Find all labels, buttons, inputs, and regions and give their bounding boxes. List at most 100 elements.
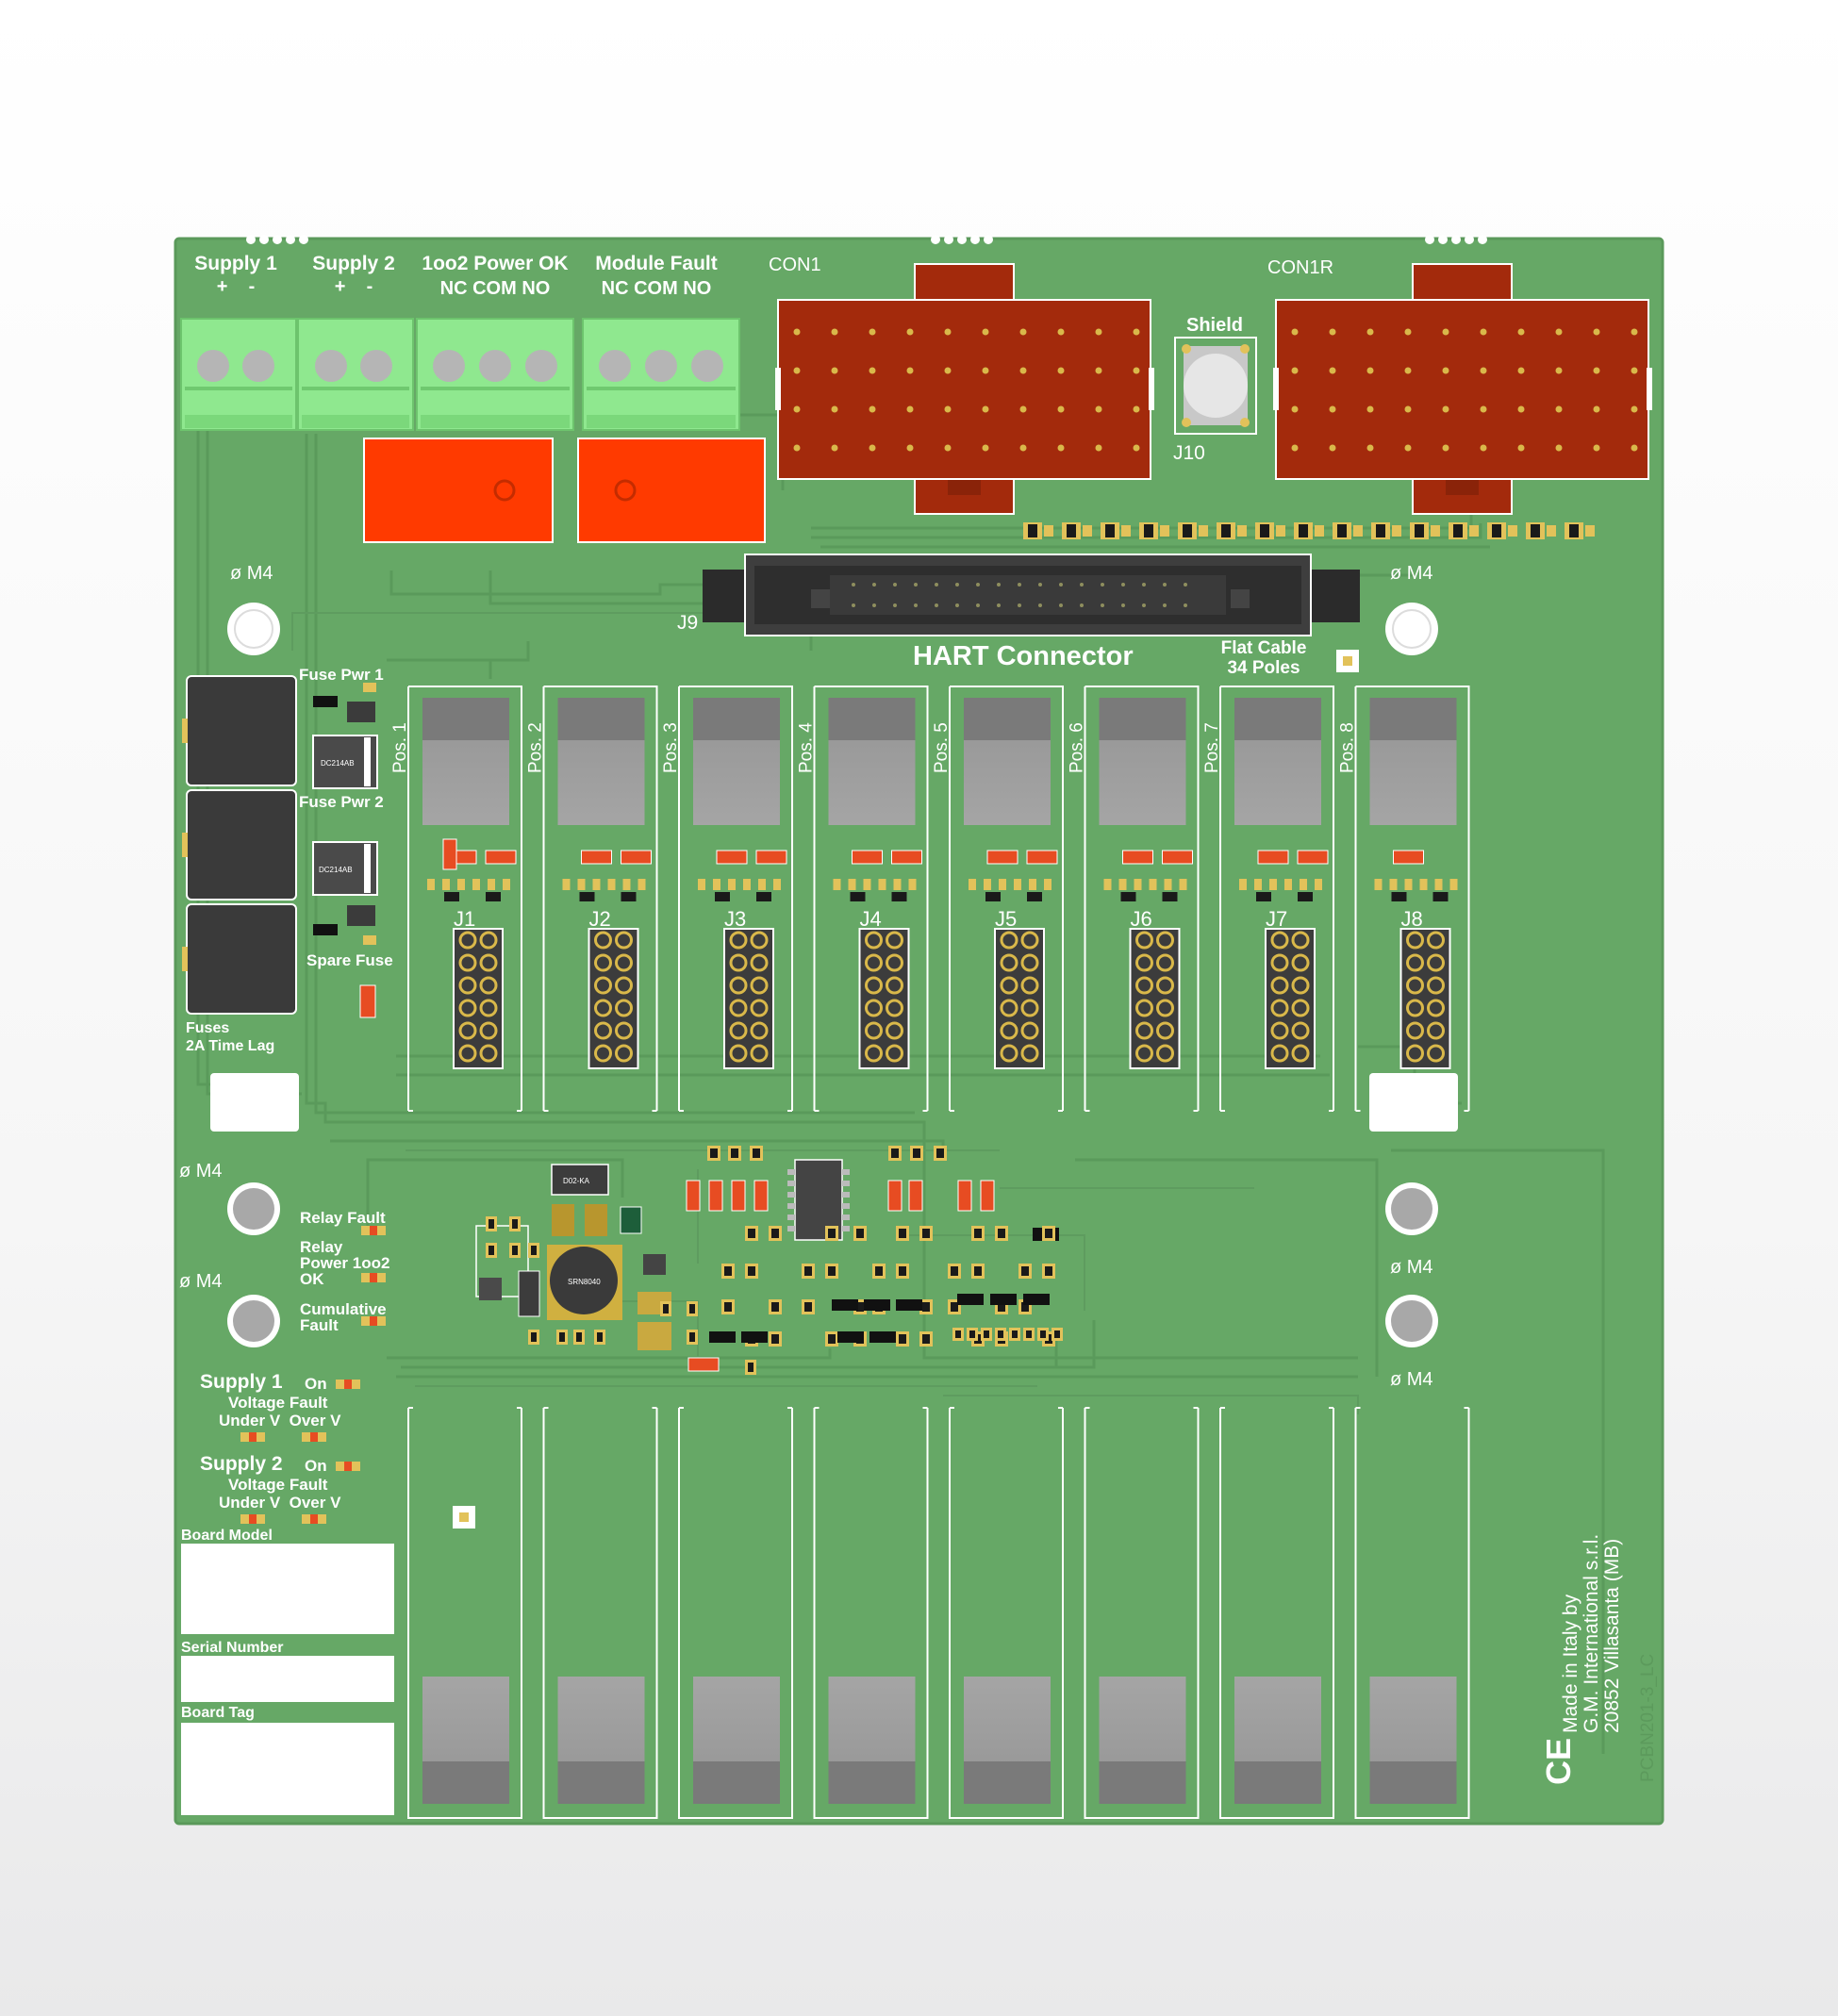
terminal-block-supply2[interactable] bbox=[297, 318, 414, 431]
fuse-area-smd bbox=[313, 683, 376, 1018]
label-hart-connector: HART Connector bbox=[913, 641, 1134, 671]
power-supply-section: D02-KA SRN8040 bbox=[475, 1159, 1059, 1372]
mounting-hole-mid-left-2 bbox=[227, 1295, 280, 1347]
label-fuses: Fuses bbox=[186, 1020, 229, 1036]
connector-con1[interactable] bbox=[775, 263, 1154, 515]
fuse-holder-1[interactable] bbox=[182, 675, 297, 786]
shield-pad-j10[interactable] bbox=[1174, 337, 1257, 435]
mounting-hole-top-right bbox=[1385, 603, 1438, 655]
mounting-hole-top-left bbox=[227, 603, 280, 655]
label-m4-top-right: ø M4 bbox=[1390, 563, 1433, 584]
label-relay-power-1: Relay bbox=[300, 1238, 343, 1256]
label-supply2-status: Supply 2 bbox=[200, 1453, 283, 1475]
jumper-header[interactable] bbox=[723, 928, 774, 1069]
fuse-holder-spare[interactable] bbox=[182, 903, 297, 1015]
label-m4-top-left: ø M4 bbox=[230, 563, 273, 584]
label-con1r: CON1R bbox=[1267, 257, 1333, 278]
label-spare-fuse: Spare Fuse bbox=[306, 951, 393, 969]
hart-connector-j9[interactable] bbox=[703, 554, 1360, 636]
mounting-hole-mid-left-1 bbox=[227, 1182, 280, 1235]
label-serial-number: Serial Number bbox=[181, 1640, 283, 1656]
ic-mark: D02-KA bbox=[563, 1177, 590, 1185]
smd-resistor-row bbox=[1023, 522, 1595, 539]
jumper-header[interactable] bbox=[588, 928, 639, 1069]
board-tag-box[interactable] bbox=[181, 1723, 394, 1815]
label-j9: J9 bbox=[677, 612, 698, 634]
label-supply1-polarity: + - bbox=[217, 276, 256, 297]
maker-line3: 20852 Villasanta (MB) bbox=[1601, 1539, 1623, 1733]
connector-con1r[interactable] bbox=[1273, 263, 1652, 515]
label-j2: J2 bbox=[589, 907, 611, 931]
jumper-header[interactable] bbox=[1265, 928, 1316, 1069]
module-position-7: Pos. 7 J7 bbox=[1202, 686, 1334, 1819]
jumper-header[interactable] bbox=[1129, 928, 1181, 1069]
inductor-mark: SRN8040 bbox=[568, 1278, 601, 1286]
edge-notches bbox=[246, 235, 1487, 244]
mounting-hole-mid-right-1 bbox=[1385, 1182, 1438, 1235]
label-supply1-on: On bbox=[305, 1375, 327, 1393]
fiducial-mark-2 bbox=[453, 1506, 475, 1529]
label-board-tag: Board Tag bbox=[181, 1705, 255, 1721]
jumper-header[interactable] bbox=[994, 928, 1045, 1069]
label-pos-5: Pos. 5 bbox=[932, 722, 952, 773]
label-j7: J7 bbox=[1266, 907, 1287, 931]
terminal-block-module-fault[interactable] bbox=[582, 318, 740, 431]
central-smd-components bbox=[486, 1146, 1063, 1375]
maker-line2: G.M. International s.r.l. bbox=[1581, 1534, 1602, 1733]
label-supply1-under-over: Under V Over V bbox=[219, 1412, 341, 1429]
label-shield: Shield bbox=[1186, 315, 1243, 336]
label-j4: J4 bbox=[860, 907, 882, 931]
label-pos-6: Pos. 6 bbox=[1068, 722, 1087, 773]
label-j8: J8 bbox=[1401, 907, 1423, 931]
diode-fuse-1: DC214AB bbox=[312, 735, 378, 789]
label-relay-power-3: OK bbox=[300, 1270, 324, 1288]
terminal-block-supply1[interactable] bbox=[180, 318, 297, 431]
maker-line1: Made in Italy by bbox=[1560, 1594, 1581, 1733]
label-fuses-rating: 2A Time Lag bbox=[186, 1038, 274, 1054]
inductor bbox=[550, 1247, 618, 1314]
label-supply2: Supply 2 bbox=[312, 253, 395, 274]
label-cumulative-2: Fault bbox=[300, 1316, 339, 1334]
supply-leds bbox=[240, 1380, 360, 1524]
label-power-ok-contacts: NC COM NO bbox=[440, 278, 551, 299]
terminal-block-power-ok[interactable] bbox=[416, 318, 574, 431]
label-m4-mid-right-2: ø M4 bbox=[1390, 1369, 1433, 1390]
label-flat-cable: Flat Cable bbox=[1221, 638, 1307, 658]
label-j3: J3 bbox=[724, 907, 746, 931]
label-module-fault: Module Fault bbox=[595, 253, 718, 274]
label-pos-3: Pos. 3 bbox=[661, 722, 681, 773]
status-leds bbox=[361, 1226, 386, 1326]
label-supply2-under-over: Under V Over V bbox=[219, 1494, 341, 1512]
chip-mark-2: DC214AB bbox=[319, 866, 353, 874]
label-m4-mid-left-2: ø M4 bbox=[179, 1271, 223, 1292]
maker-info: Made in Italy by G.M. International s.r.… bbox=[1560, 1534, 1623, 1733]
label-pos-7: Pos. 7 bbox=[1202, 722, 1222, 773]
module-position-5: Pos. 5J5 bbox=[932, 686, 1064, 1819]
module-position-8: Pos. 8 J8 bbox=[1338, 686, 1470, 1819]
jumper-header[interactable] bbox=[453, 928, 504, 1069]
fiducial-mark bbox=[1336, 650, 1359, 672]
label-j6: J6 bbox=[1131, 907, 1152, 931]
serial-number-box[interactable] bbox=[181, 1656, 394, 1702]
fuse-holder-2[interactable] bbox=[182, 789, 297, 901]
label-m4-mid-right-1: ø M4 bbox=[1390, 1257, 1433, 1278]
label-pos-2: Pos. 2 bbox=[526, 722, 546, 773]
relay-power-ok bbox=[363, 438, 554, 543]
module-position-1: Pos. 1J1 bbox=[390, 686, 522, 1819]
jumper-header[interactable] bbox=[1399, 928, 1451, 1069]
board-model-box[interactable] bbox=[181, 1544, 394, 1634]
label-pos-4: Pos. 4 bbox=[797, 722, 817, 773]
board-code: PCBN201-3_LC bbox=[1638, 1654, 1658, 1782]
white-pad-right bbox=[1369, 1073, 1458, 1132]
label-relay-power-2: Power 1oo2 bbox=[300, 1254, 389, 1272]
label-pos-1: Pos. 1 bbox=[390, 722, 410, 773]
label-supply1-voltage-fault: Voltage Fault bbox=[228, 1394, 328, 1412]
label-pos-8: Pos. 8 bbox=[1338, 722, 1358, 773]
label-supply2-on: On bbox=[305, 1457, 327, 1475]
label-cumulative-1: Cumulative bbox=[300, 1300, 387, 1318]
jumper-header[interactable] bbox=[858, 928, 910, 1069]
label-module-fault-contacts: NC COM NO bbox=[602, 278, 712, 299]
label-supply1-status: Supply 1 bbox=[200, 1371, 283, 1393]
white-pad-left bbox=[210, 1073, 299, 1132]
